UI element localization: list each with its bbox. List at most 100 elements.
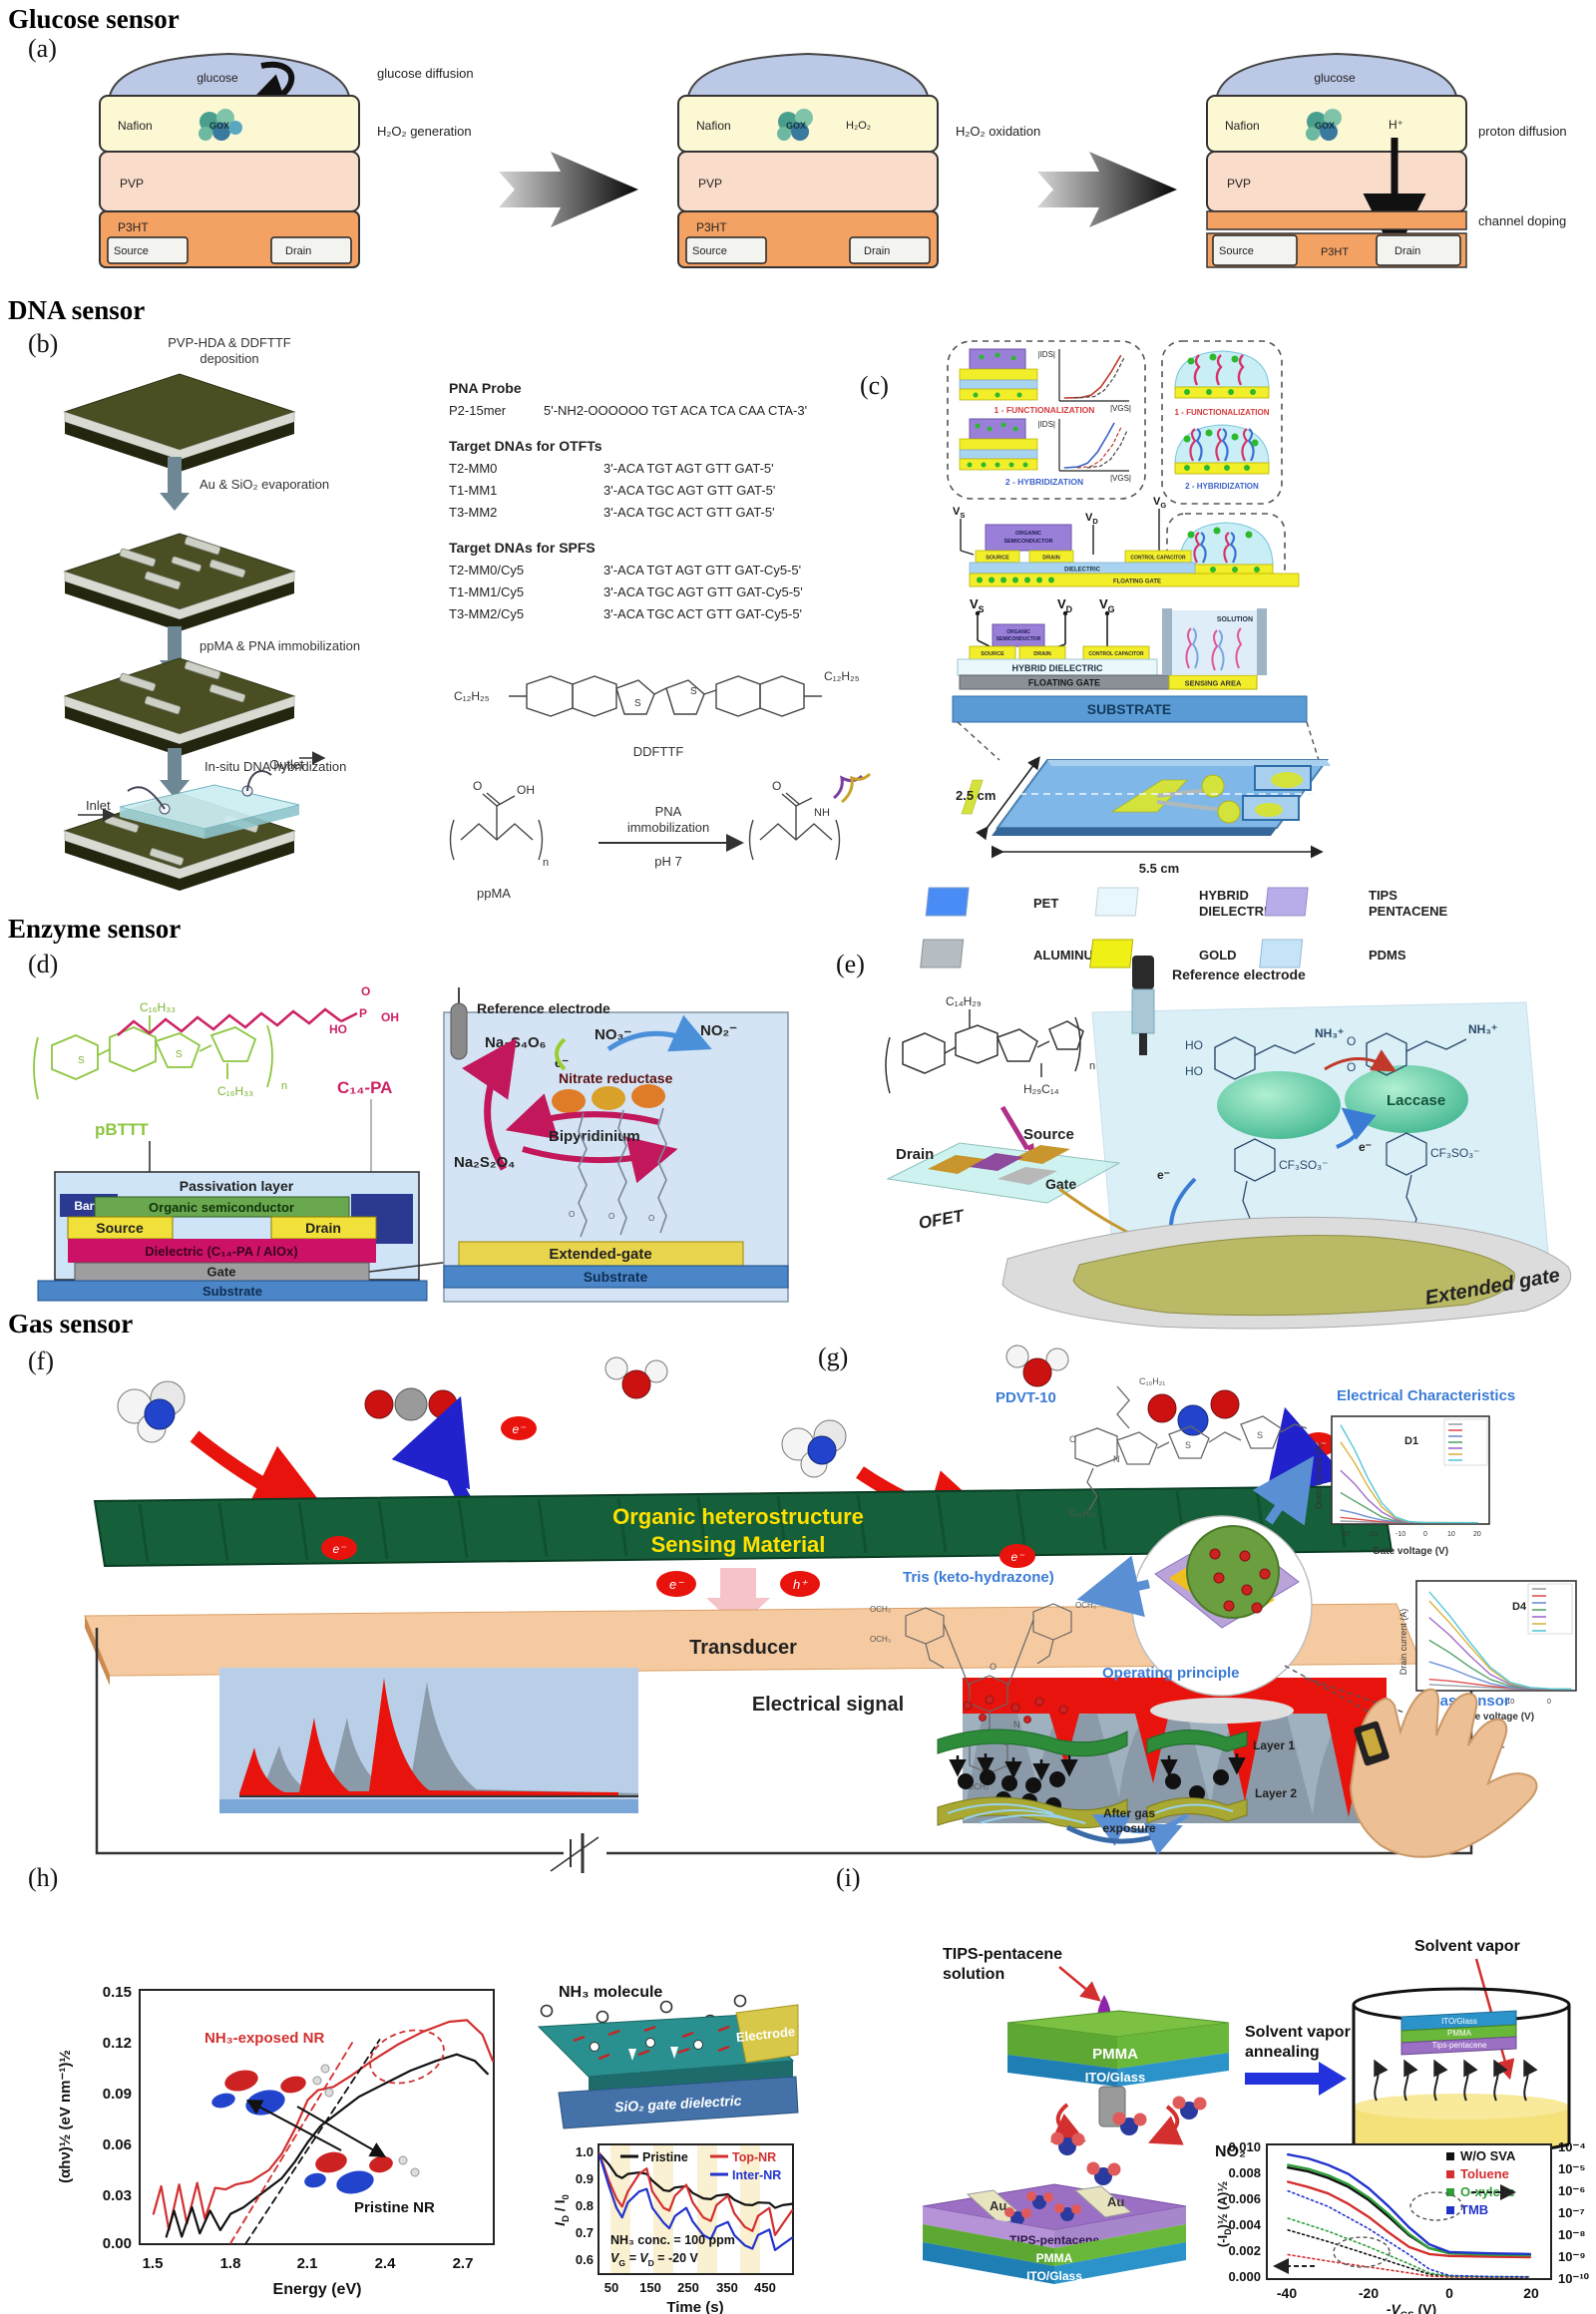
- device-pmma-label: PMMA: [1036, 2251, 1073, 2265]
- d4-plot: D4 Drain current (A) -30-20-100 Gate vol…: [1398, 1580, 1577, 1723]
- time-ylabel: ID / I0: [552, 2194, 572, 2226]
- hand-illustration: [1349, 1688, 1538, 1858]
- transfer-curves-bubble: [947, 340, 1146, 500]
- catechol-structures: [1214, 1032, 1467, 1080]
- chart-series-Inter-NR: [598, 2153, 794, 2252]
- au-electrode-label: Au: [990, 2198, 1006, 2213]
- exposure-band: [653, 2145, 673, 2273]
- ids-axis-label: |IDS|: [1038, 420, 1056, 429]
- droplet-hybridization-label: 2 - HYBRIDIZATION: [1185, 482, 1259, 491]
- ppma-oh: OH: [517, 783, 535, 797]
- control-capacitor-label: CONTROL CAPACITOR: [1088, 651, 1144, 657]
- c14pa-ho: HO: [329, 1022, 347, 1036]
- hybrid-dielectric-label: HYBRID DIELECTRIC: [1011, 663, 1103, 673]
- pbttt-structure: [33, 1015, 273, 1100]
- pbttt-n-sub: n: [281, 1080, 287, 1092]
- nh3-molecule-icon: [117, 1380, 186, 1443]
- heading-enzyme-sensor: Enzyme sensor: [8, 914, 182, 944]
- otft-row-name: T1-MM1: [449, 483, 497, 498]
- spfs-row-name: T1-MM1/Cy5: [449, 584, 524, 599]
- pdvt-n: N: [1113, 1454, 1120, 1464]
- sio2-label: SiO₂ gate dielectric: [614, 2093, 742, 2116]
- ho-label: HO: [1185, 1038, 1203, 1052]
- drain-label: Drain: [1395, 245, 1420, 257]
- gas-molecules: [963, 1695, 1068, 1724]
- chart-series-Toluene: [1287, 2180, 1531, 2259]
- legend-aluminum: ALUMINUM: [1033, 948, 1104, 963]
- chain-o: O: [648, 1214, 654, 1223]
- glucose-device-1: glucose Nafion GOX PVP P3HT Source Drain: [99, 52, 360, 268]
- panel-i-tips-pentacene-sva: TIPS-pentacene solution PMMA ITO/Glass S…: [922, 1938, 1590, 2314]
- orbital-inset-pristine: [304, 2151, 420, 2194]
- redox-up-arrow: [462, 1037, 517, 1171]
- time-xtick: 150: [639, 2280, 661, 2295]
- tauc-ytick: 0.00: [103, 2235, 132, 2252]
- na2s4o6-label: Na₂S₄O₆: [485, 1034, 546, 1051]
- time-xtick: 450: [754, 2280, 776, 2295]
- tauc-xtick: 2.1: [297, 2255, 318, 2272]
- no2-sensor-device: Au Au TIPS-pentacene PMMA ITO/Glass: [922, 2183, 1187, 2284]
- transfer-legend: W/O SVA Toluene O-xylene TMB: [1446, 2148, 1516, 2217]
- nh3-exposed-annotation: NH₃-exposed NR: [204, 2030, 324, 2047]
- ph7-label: pH 7: [654, 854, 681, 869]
- time-ytick: 0.9: [576, 2171, 594, 2186]
- left-ylabel: (-ID)½ (A)½: [1215, 2181, 1233, 2248]
- process-arrow-hybridization: [160, 748, 190, 798]
- bipyridinium-arrow-bottom: [522, 1136, 678, 1184]
- pipette-icon: [999, 1105, 1030, 1151]
- d4-ylabel: Drain current (A): [1398, 1609, 1408, 1676]
- right-ytick: 10⁻⁴: [1558, 2139, 1586, 2154]
- inlet-label: Inlet: [86, 798, 111, 813]
- bilayer-schematic: Layer 1 Layer 2 After gas exposure: [937, 1695, 1297, 1855]
- passivation-label: Passivation layer: [180, 1178, 294, 1194]
- pmma-label: PMMA: [1092, 2046, 1138, 2063]
- after-gas-arrow-2: [1065, 1822, 1183, 1855]
- sensing-material-label-1: Organic heterostructure: [612, 1504, 864, 1529]
- otft-row-seq: 3'-ACA TGT AGT GTT GAT-5': [603, 461, 774, 476]
- svg-text:e⁻: e⁻: [1010, 1550, 1025, 1564]
- svg-text:VG: VG: [1153, 496, 1166, 510]
- chart-series-O-xylene: [1287, 2163, 1531, 2257]
- electrical-signal-label: Electrical signal: [752, 1694, 904, 1716]
- reductase-blob: [631, 1084, 665, 1108]
- pna-probe-sequence: 5'-NH2-OOOOOO TGT ACA TCA CAA CTA-3': [544, 403, 807, 418]
- chart-series-vd-step-7: [1340, 1424, 1478, 1524]
- step-arrow-1: [499, 152, 638, 227]
- glucose-label: glucose: [1314, 71, 1356, 85]
- otft-row-seq: 3'-ACA TGC AGT GTT GAT-5': [603, 483, 775, 498]
- vs-label: V: [953, 506, 961, 518]
- electron-label: e⁻: [1157, 1168, 1170, 1182]
- gate-label: Gate: [1045, 1176, 1076, 1192]
- hybridization-curve-canvas: [1063, 422, 1128, 469]
- gox-label: GOX: [1315, 121, 1335, 131]
- reference-electrode-icon: [1131, 956, 1155, 1055]
- droplet-functionalization-label: 1 - FUNCTIONALIZATION: [1175, 408, 1270, 417]
- ddfttf-structure: [509, 675, 822, 717]
- extended-gate-beaker: Reference electrode Na₂S₄O₆ NO₃⁻ NO₂⁻ e⁻…: [443, 987, 789, 1303]
- ppma-carbonyl-o: O: [473, 779, 482, 793]
- time-ytick: 0.6: [576, 2252, 594, 2267]
- adsorb-arrow: [628, 2049, 636, 2061]
- sva-label-1: Solvent vapor: [1245, 2024, 1351, 2041]
- no2-label: NO₂⁻: [700, 1022, 737, 1039]
- d1-legend: [1443, 1418, 1488, 1466]
- electrode-pad: [735, 2004, 799, 2064]
- mini-plot-hybridization: |IDS| |VGS|: [1038, 419, 1131, 483]
- time-xtick: 250: [677, 2280, 699, 2295]
- nafion-label: Nafion: [118, 119, 153, 133]
- time-response-plot: 1.0 0.9 0.8 0.7 0.6 ID / I0 Pristine Top…: [552, 2143, 794, 2314]
- electron-icon: e⁻: [656, 1571, 696, 1597]
- outlet-label: Outlet: [269, 757, 304, 772]
- gate-label: Gate: [207, 1265, 236, 1280]
- quinone-o: O: [1347, 1034, 1356, 1048]
- step4-label: In-situ DNA hybridization: [204, 759, 346, 774]
- pdvt-structure: [1074, 1385, 1308, 1511]
- panel-b-dna-otft-fabrication: PVP-HDA & DDFTTF deposition Au & SiO₂ ev…: [63, 335, 872, 901]
- jar-layer-ito: ITO/Glass: [1441, 2017, 1477, 2026]
- ammonium-label: NH₃⁺: [1468, 1022, 1497, 1036]
- legend-tmb: TMB: [1460, 2202, 1488, 2217]
- gox-enzyme-icon: GOX: [1306, 109, 1342, 141]
- droplet-hybridization: [1174, 424, 1270, 475]
- nh3-molecule-icon: [781, 1419, 847, 1478]
